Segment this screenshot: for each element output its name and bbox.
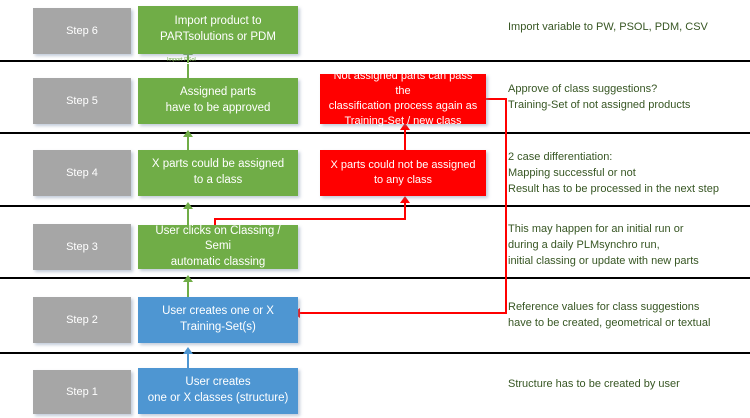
step-label-2: Step 2 — [66, 314, 98, 326]
connector-feedback-bottom — [300, 312, 506, 314]
edge-label-import-psol: Import PSol — [167, 57, 196, 63]
connector-step1-step2 — [187, 353, 189, 369]
node-step6-primary[interactable]: Import product to PARTsolutions or PDM — [138, 6, 298, 54]
connector-step3-step4 — [187, 209, 189, 231]
node-step4-secondary-text: X parts could not be assigned to any cla… — [330, 159, 476, 186]
step-label-box-6: Step 6 — [33, 8, 131, 54]
step-label-6: Step 6 — [66, 25, 98, 37]
note-step1: Structure has to be created by user — [508, 378, 680, 390]
node-step5-primary-text: Assigned parts have to be approved — [165, 86, 271, 114]
step-label-5: Step 5 — [66, 95, 98, 107]
step-label-4: Step 4 — [66, 167, 98, 179]
arrowhead-step1-step2 — [183, 347, 193, 354]
connector-step3-redbox-horizontal — [214, 218, 406, 220]
connector-step4-step5-red — [404, 130, 406, 152]
connector-feedback-top — [485, 98, 507, 100]
step-label-box-1: Step 1 — [33, 370, 131, 414]
arrowhead-step3-step4-red — [400, 196, 410, 203]
node-step1-primary[interactable]: User creates one or X classes (structure… — [138, 368, 298, 414]
node-step3-primary[interactable]: User clicks on Classing / Semi automatic… — [138, 225, 298, 269]
row-separator-4-3 — [0, 205, 750, 207]
step-label-box-2: Step 2 — [33, 297, 131, 343]
connector-step4-step5 — [187, 137, 189, 159]
step-label-box-3: Step 3 — [33, 224, 131, 270]
connector-step5-step6-upper — [187, 55, 189, 63]
row-separator-5-4 — [0, 132, 750, 134]
node-step4-secondary[interactable]: X parts could not be assigned to any cla… — [320, 150, 486, 196]
node-step5-secondary[interactable]: Not assigned parts can pass the classifi… — [320, 70, 486, 127]
arrowhead-step3-step4 — [183, 202, 193, 209]
node-step5-secondary-text: Not assigned parts can pass the classifi… — [328, 70, 478, 127]
step-label-3: Step 3 — [66, 241, 98, 253]
connector-step3-redbox-vertical — [404, 203, 406, 219]
node-step2-primary-text: User creates one or X Training-Set(s) — [162, 305, 274, 333]
note-step6: Import variable to PW, PSOL, PDM, CSV — [508, 21, 708, 33]
row-separator-2-1 — [0, 352, 750, 354]
node-step1-primary-text: User creates one or X classes (structure… — [147, 376, 289, 404]
arrowhead-step4-step5 — [183, 130, 193, 137]
connector-step5-step6 — [187, 64, 189, 86]
note-step5: Approve of class suggestions? Training-S… — [508, 83, 691, 111]
arrowhead-step4-step5-red — [400, 123, 410, 130]
step-label-box-5: Step 5 — [33, 78, 131, 124]
node-step5-primary[interactable]: Assigned parts have to be approved — [138, 78, 298, 124]
note-step4: 2 case differentiation: Mapping successf… — [508, 151, 719, 195]
node-step4-primary[interactable]: X parts could be assigned to a class — [138, 150, 298, 196]
connector-step3-redbox-stub — [214, 218, 216, 226]
step-label-box-4: Step 4 — [33, 150, 131, 196]
row-separator-3-2 — [0, 277, 750, 279]
row-separator-6-5 — [0, 60, 750, 62]
arrowhead-step2-step3 — [183, 275, 193, 282]
connector-step2-step3 — [187, 282, 189, 302]
note-step2: Reference values for class suggestions h… — [508, 301, 711, 329]
node-step2-primary[interactable]: User creates one or X Training-Set(s) — [138, 297, 298, 343]
step-label-1: Step 1 — [66, 386, 98, 398]
note-step3: This may happen for an initial run or du… — [508, 223, 699, 267]
connector-feedback-vertical — [505, 98, 507, 314]
node-step3-primary-text: User clicks on Classing / Semi automatic… — [155, 224, 281, 268]
node-step4-primary-text: X parts could be assigned to a class — [151, 158, 285, 186]
node-step6-primary-text: Import product to PARTsolutions or PDM — [160, 15, 276, 43]
